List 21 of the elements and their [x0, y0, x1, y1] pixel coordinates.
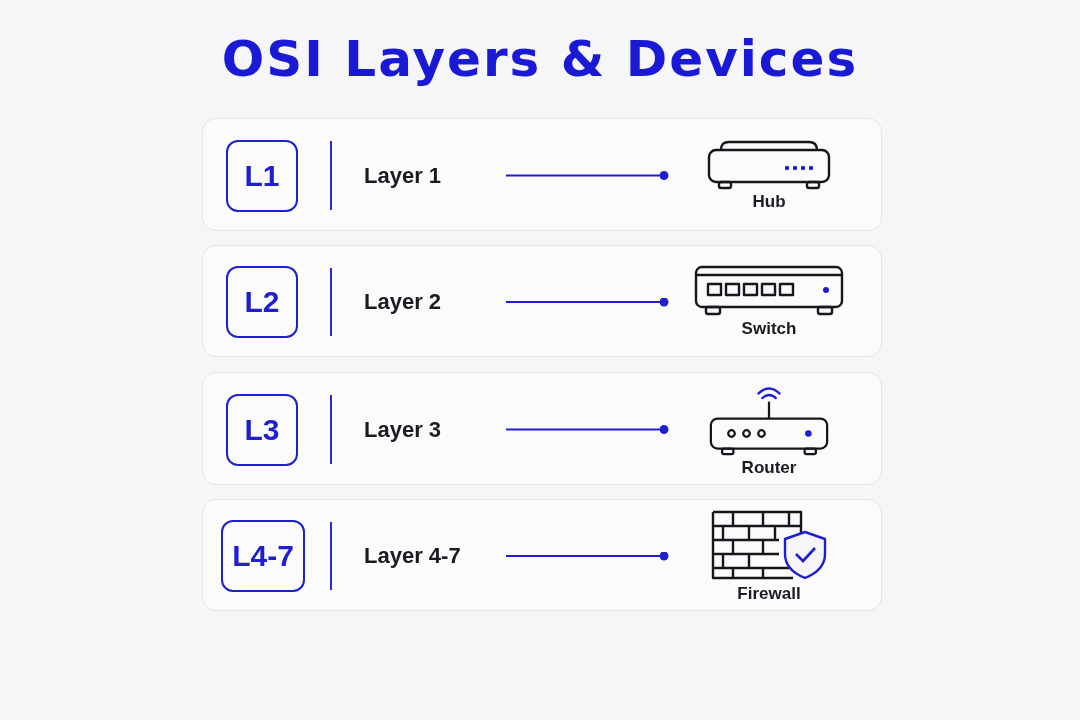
layer-name: Layer 4-7 [364, 536, 506, 576]
connector-line [505, 171, 669, 180]
layer-badge: L1 [226, 139, 298, 212]
layer-name: Layer 2 [364, 282, 506, 322]
device-label: Hub [752, 191, 786, 212]
row-card [202, 118, 882, 231]
layer-badge: L2 [226, 266, 298, 338]
connector-line [505, 425, 669, 434]
connector-line [505, 551, 669, 561]
row-card [202, 245, 882, 357]
connector-line [505, 297, 669, 307]
title: OSI Layers & Devices [220, 30, 860, 88]
device-label: Switch [741, 319, 797, 339]
layer-badge: L3 [226, 393, 298, 466]
row-card [202, 372, 882, 485]
layer-name: Layer 1 [364, 155, 506, 196]
device-label: Router [741, 458, 797, 478]
row-card [202, 499, 882, 611]
layer-badge: L4-7 [221, 520, 305, 592]
device-label: Firewall [737, 584, 801, 604]
layer-name: Layer 3 [364, 409, 506, 450]
